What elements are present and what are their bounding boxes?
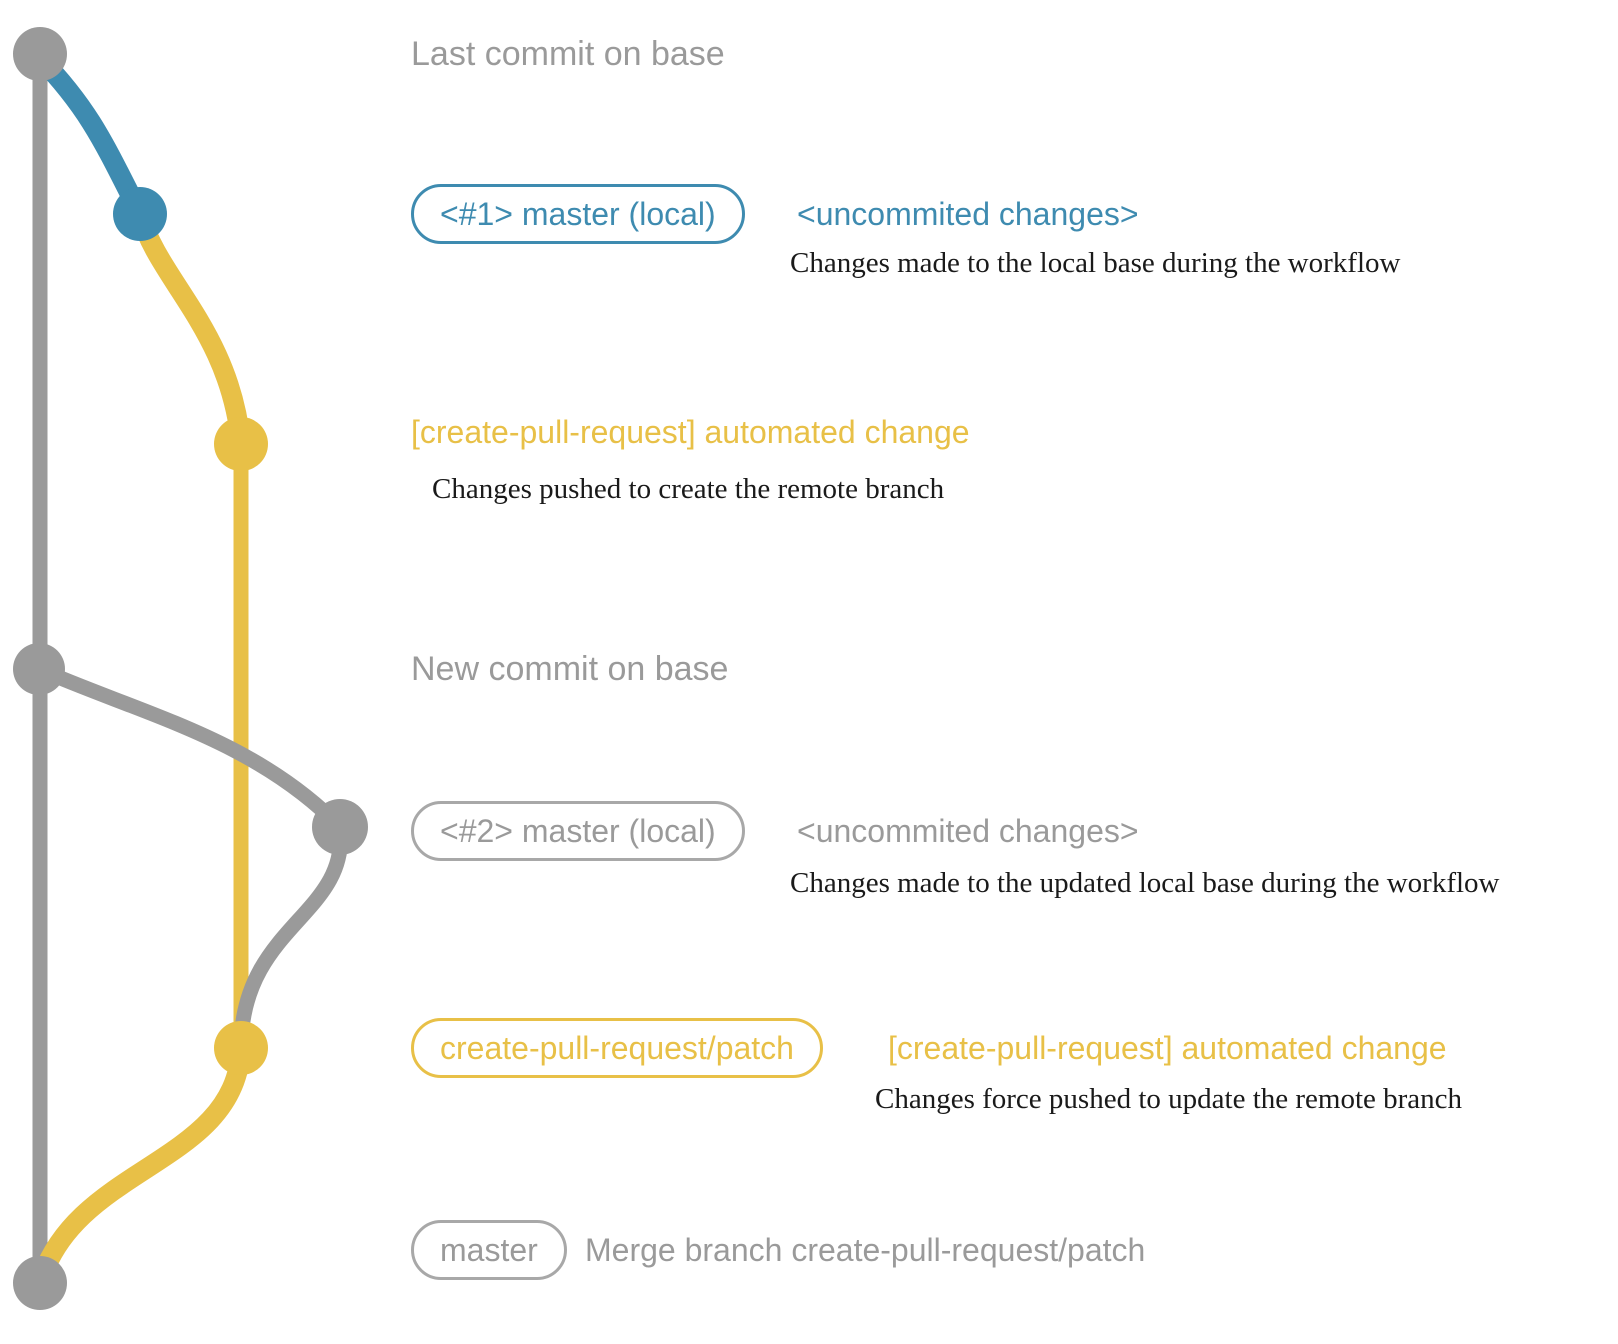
description-force-push-update-branch: Changes force pushed to update the remot… <box>875 1083 1463 1115</box>
message-uncommited-changes-1: <uncommited changes> <box>797 196 1139 232</box>
commit-dot-merge <box>13 1256 67 1310</box>
badge-create-pull-request-patch: create-pull-request/patch <box>411 1018 823 1078</box>
push-curve-1 <box>130 211 251 445</box>
commit-dot-local-2 <box>312 799 368 855</box>
badge-master-local-2: <#2> master (local) <box>411 801 745 861</box>
message-automated-change-1: [create-pull-request] automated change <box>411 414 970 450</box>
commit-dot-new-base <box>13 643 65 695</box>
description-local-changes-2: Changes made to the updated local base d… <box>790 867 1500 899</box>
local-branch-curve <box>32 51 149 219</box>
rebase-curve-2 <box>233 826 349 1046</box>
annotation-new-commit-on-base: New commit on base <box>411 650 729 688</box>
commit-dot-automated-2 <box>214 1021 268 1075</box>
merge-curve <box>30 1047 251 1287</box>
message-uncommited-changes-2: <uncommited changes> <box>797 813 1139 849</box>
rebase-curve-1 <box>36 662 346 833</box>
commit-dot-automated-1 <box>214 417 268 471</box>
commit-dot-last-base <box>13 27 67 81</box>
description-push-create-branch: Changes pushed to create the remote bran… <box>432 473 945 505</box>
badge-master: master <box>411 1220 567 1280</box>
annotation-last-commit-on-base: Last commit on base <box>411 35 725 73</box>
message-automated-change-2: [create-pull-request] automated change <box>888 1030 1447 1066</box>
commit-dot-local-1 <box>113 187 167 241</box>
description-local-changes-1: Changes made to the local base during th… <box>790 247 1401 279</box>
message-merge-branch: Merge branch create-pull-request/patch <box>585 1232 1146 1268</box>
badge-master-local-1: <#1> master (local) <box>411 184 745 244</box>
